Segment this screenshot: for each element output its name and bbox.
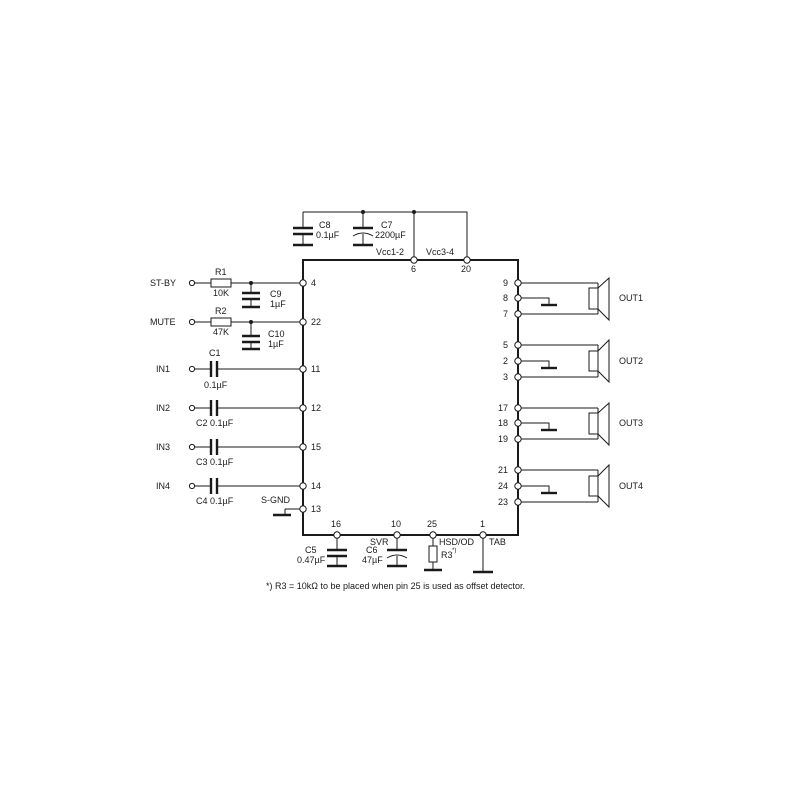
c7-name: C7 bbox=[381, 220, 393, 230]
pin-24: 24 bbox=[498, 481, 508, 491]
out2-label: OUT2 bbox=[619, 356, 643, 366]
pin-9: 9 bbox=[503, 278, 508, 288]
c5-name: C5 bbox=[305, 545, 317, 555]
pin-7: 7 bbox=[503, 309, 508, 319]
in3-network bbox=[188, 439, 307, 455]
c7-value: 2200µF bbox=[375, 230, 406, 240]
c10-value: 1µF bbox=[268, 339, 284, 349]
pin-14: 14 bbox=[311, 481, 321, 491]
r3-name: R3 bbox=[441, 550, 453, 560]
pin-8: 8 bbox=[503, 293, 508, 303]
r1-name: R1 bbox=[215, 267, 227, 277]
pin-20: 20 bbox=[461, 264, 471, 274]
tab-label: TAB bbox=[489, 537, 506, 547]
bottom-network bbox=[327, 531, 493, 574]
pin-22: 22 bbox=[311, 317, 321, 327]
output-channel-1 bbox=[514, 276, 610, 322]
in2-network bbox=[188, 400, 307, 416]
pin-17: 17 bbox=[498, 403, 508, 413]
supply-network bbox=[293, 210, 471, 264]
output-channel-3 bbox=[514, 401, 610, 447]
mute-network bbox=[188, 317, 307, 351]
pin-23: 23 bbox=[498, 497, 508, 507]
pin-2: 2 bbox=[503, 356, 508, 366]
r1-value: 10K bbox=[213, 288, 229, 298]
c1-value: 0.1µF bbox=[204, 380, 228, 390]
c9-value: 1µF bbox=[270, 299, 286, 309]
c6-name: C6 bbox=[366, 545, 378, 555]
c9-name: C9 bbox=[270, 289, 282, 299]
output-channel-2 bbox=[514, 338, 610, 384]
c3-label: C3 0.1µF bbox=[196, 457, 234, 467]
in1-network bbox=[188, 361, 307, 377]
r2-value: 47K bbox=[213, 327, 229, 337]
pin-3: 3 bbox=[503, 372, 508, 382]
out3-label: OUT3 bbox=[619, 418, 643, 428]
sgnd-label: S-GND bbox=[261, 495, 291, 505]
svr-label: SVR bbox=[370, 537, 389, 547]
stby-network bbox=[188, 278, 307, 309]
in1-label: IN1 bbox=[156, 364, 170, 374]
pin-16: 16 bbox=[331, 519, 341, 529]
pin-25: 25 bbox=[427, 519, 437, 529]
pin-18: 18 bbox=[498, 418, 508, 428]
pin-5: 5 bbox=[503, 340, 508, 350]
in3-label: IN3 bbox=[156, 442, 170, 452]
pin-15: 15 bbox=[311, 442, 321, 452]
c1-name: C1 bbox=[209, 348, 221, 358]
c4-label: C4 0.1µF bbox=[196, 496, 234, 506]
pin-6: 6 bbox=[411, 264, 416, 274]
r2-name: R2 bbox=[215, 306, 227, 316]
pin-10: 10 bbox=[391, 519, 401, 529]
in4-network bbox=[188, 478, 307, 494]
c8-name: C8 bbox=[319, 220, 331, 230]
out4-label: OUT4 bbox=[619, 481, 643, 491]
c2-label: C2 0.1µF bbox=[196, 418, 234, 428]
c5-value: 0.47µF bbox=[297, 555, 326, 565]
pin-11: 11 bbox=[311, 364, 320, 374]
footnote: *) R3 = 10kΩ to be placed when pin 25 is… bbox=[266, 581, 525, 591]
out1-label: OUT1 bbox=[619, 293, 643, 303]
stby-label: ST-BY bbox=[150, 278, 176, 288]
pin-12: 12 bbox=[311, 403, 321, 413]
output-channel-4 bbox=[514, 463, 610, 509]
mute-label: MUTE bbox=[150, 317, 176, 327]
c10-name: C10 bbox=[268, 329, 285, 339]
pin-4: 4 bbox=[311, 278, 316, 288]
pin-13: 13 bbox=[311, 504, 321, 514]
pin-21: 21 bbox=[498, 465, 508, 475]
ic-body bbox=[302, 259, 519, 536]
pin-19: 19 bbox=[498, 434, 508, 444]
vcc12-label: Vcc1-2 bbox=[376, 247, 404, 257]
hsd-label: HSD/OD bbox=[439, 537, 475, 547]
vcc34-label: Vcc3-4 bbox=[426, 247, 454, 257]
pin-1: 1 bbox=[480, 519, 485, 529]
in4-label: IN4 bbox=[156, 481, 170, 491]
sgnd-network bbox=[273, 505, 307, 517]
c8-value: 0.1µF bbox=[316, 230, 340, 240]
c6-value: 47µF bbox=[362, 555, 383, 565]
in2-label: IN2 bbox=[156, 403, 170, 413]
r3-mark: *) bbox=[452, 548, 456, 554]
